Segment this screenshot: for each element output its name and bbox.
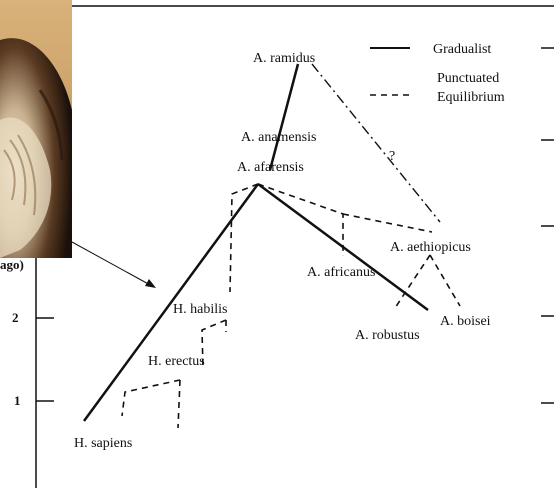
branch-afarensis-to-habilis-dashed (230, 184, 258, 292)
branch-afarensis-to-sapiens (84, 184, 258, 421)
species-label-robustus: A. robustus (355, 328, 420, 343)
species-label-habilis: H. habilis (173, 302, 227, 317)
axis-label-partial: ago) (0, 257, 24, 272)
species-label-erectus: H. erectus (148, 354, 205, 369)
species-label-sapiens: H. sapiens (74, 436, 132, 451)
legend-gradualist-label: Gradualist (433, 42, 491, 57)
species-label-boisei: A. boisei (440, 314, 491, 329)
axis-tick-label-2: 2 (12, 310, 19, 325)
axis-tick-label-1: 1 (14, 393, 21, 408)
photo-pointer-line (72, 242, 152, 286)
branch-erectus-to-sapiens-dashed (122, 380, 180, 416)
branch-erectus-lineage-dashed (178, 380, 180, 428)
legend-punctuated-label-2: Equilibrium (437, 90, 505, 105)
branch-aethiopicus-to-boisei-dashed (430, 255, 460, 306)
branch-ramidus-to-aethiopicus (312, 64, 440, 222)
uncertain-question-mark: ? (389, 149, 395, 164)
photo-pointer-arrowhead (145, 279, 156, 288)
branch-ramidus-to-afarensis (270, 64, 298, 170)
species-label-ramidus: A. ramidus (253, 51, 315, 66)
branch-africanus-to-aethiopicus-dashed (343, 214, 432, 232)
branch-habilis-to-erectus-dashed (202, 320, 226, 368)
legend-punctuated-label-1: Punctuated (437, 71, 499, 86)
species-label-anamensis: A. anamensis (241, 130, 316, 145)
species-label-africanus: A. africanus (307, 265, 375, 280)
species-label-aethiopicus: A. aethiopicus (390, 240, 471, 255)
species-label-afarensis: A. afarensis (237, 160, 304, 175)
